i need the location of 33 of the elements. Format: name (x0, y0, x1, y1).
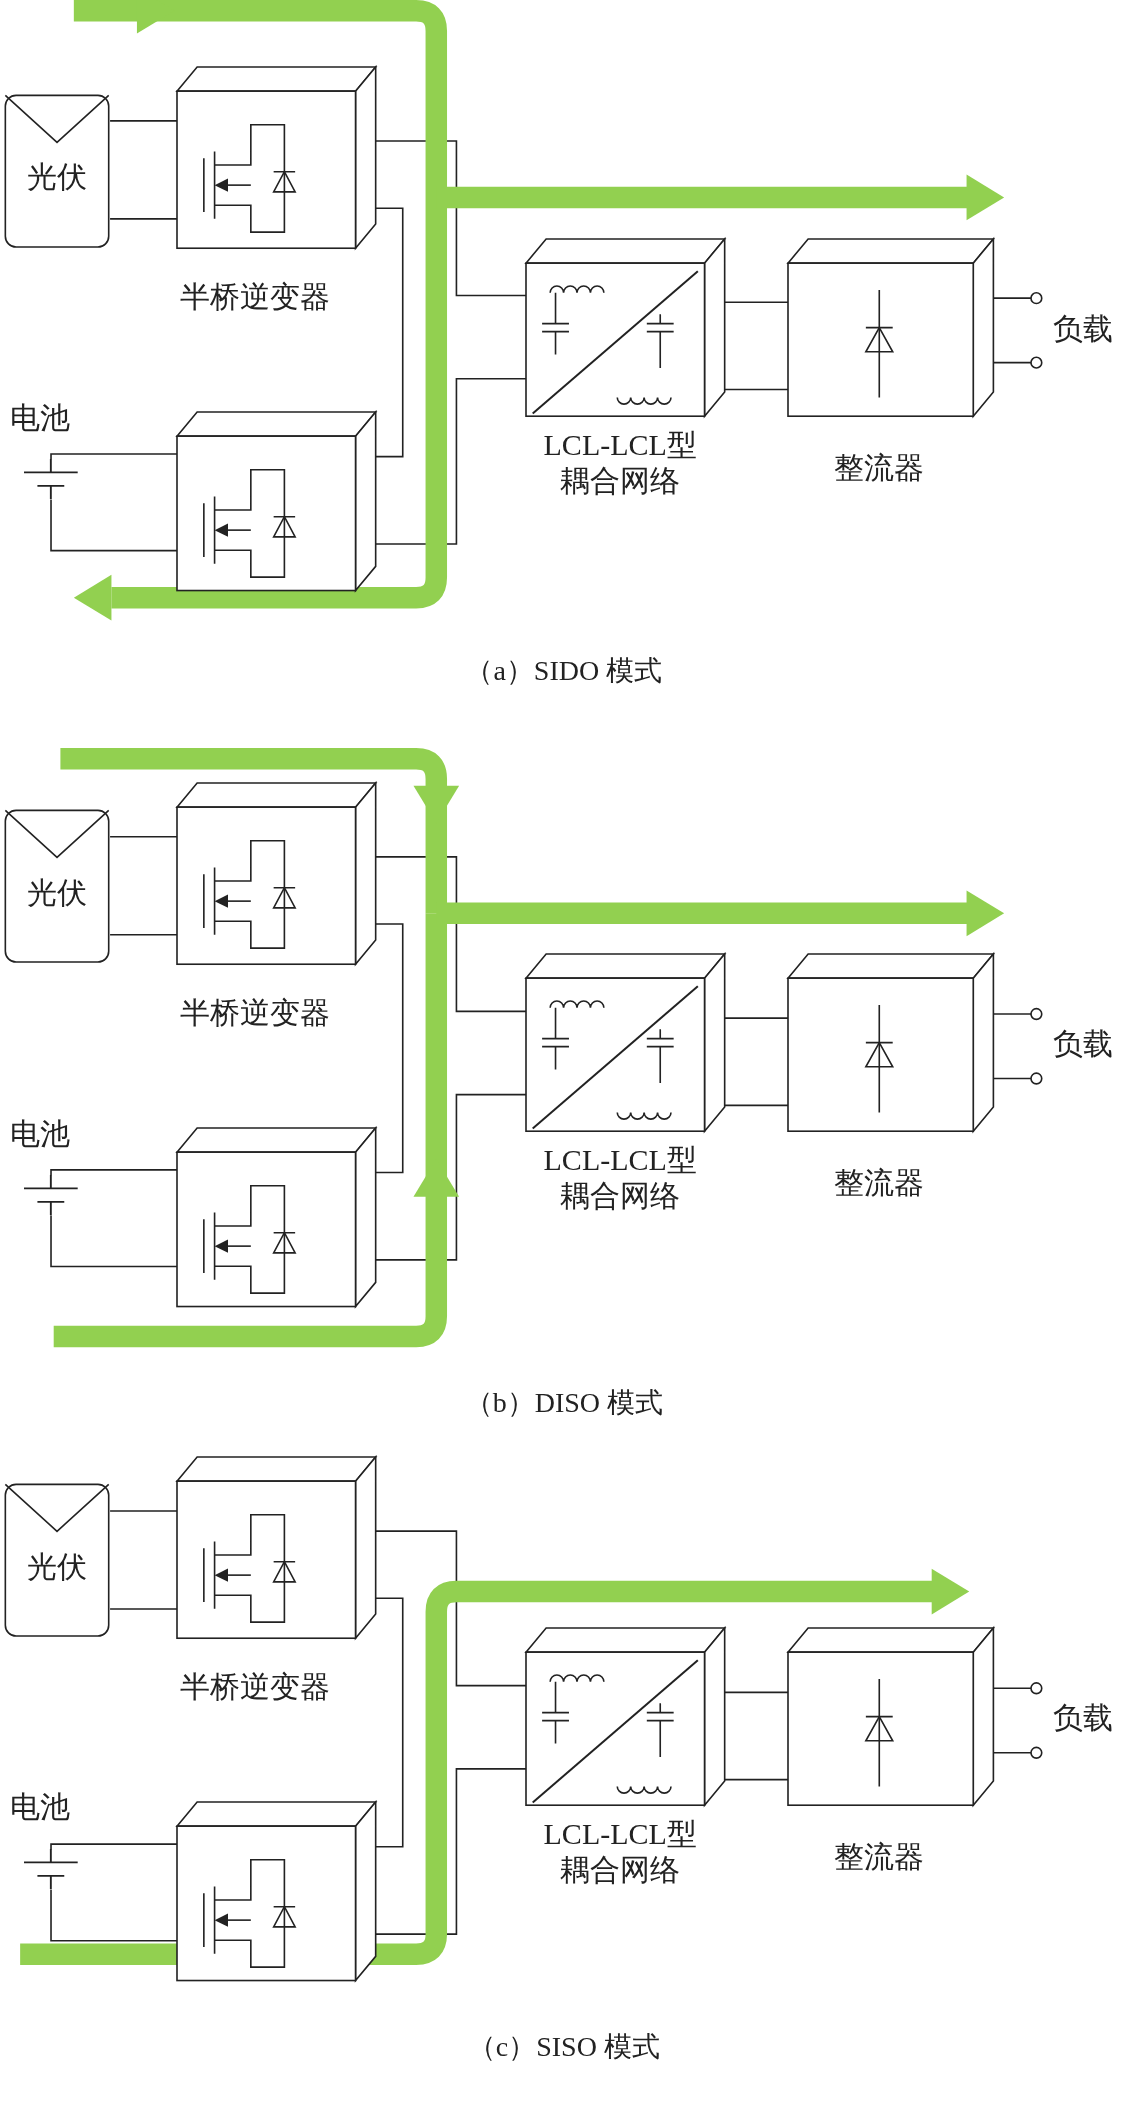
load-label: 负载 (1053, 1026, 1114, 1063)
block-caption: LCL-LCL型耦合网络 (542, 1816, 698, 1889)
load-label: 负载 (1053, 310, 1114, 347)
wire (109, 120, 178, 220)
node-label: 光伏 (27, 874, 88, 911)
wire (724, 301, 789, 391)
node-label: 光伏 (27, 1548, 88, 1585)
wire (375, 207, 404, 458)
figure-caption: （c）SISO 模式 (467, 2030, 660, 2065)
figure-caption: （b）DISO 模式 (464, 1385, 663, 1420)
block-caption: 半桥逆变器 (180, 994, 331, 1031)
wire (375, 923, 404, 1174)
block-caption: 整流器 (834, 449, 925, 486)
block-caption: 整流器 (834, 1839, 925, 1876)
block-caption: 整流器 (834, 1165, 925, 1202)
wire (724, 1691, 789, 1781)
block-caption: 半桥逆变器 (180, 1668, 331, 1705)
node-label: 光伏 (27, 159, 88, 196)
figure-caption: （a）SIDO 模式 (465, 654, 663, 689)
wire (375, 1597, 404, 1848)
battery-label: 电池 (10, 400, 71, 437)
battery-label: 电池 (10, 1115, 71, 1152)
wire (724, 1017, 789, 1107)
load-label: 负载 (1053, 1700, 1114, 1737)
block-caption: 半桥逆变器 (180, 279, 331, 316)
wire (109, 835, 178, 936)
battery-label: 电池 (10, 1789, 71, 1826)
wire (50, 1843, 178, 1942)
wire (50, 453, 178, 552)
wire (109, 1510, 178, 1610)
wire (50, 1169, 178, 1268)
block-caption: LCL-LCL型耦合网络 (542, 1142, 698, 1215)
block-caption: LCL-LCL型耦合网络 (542, 426, 698, 499)
